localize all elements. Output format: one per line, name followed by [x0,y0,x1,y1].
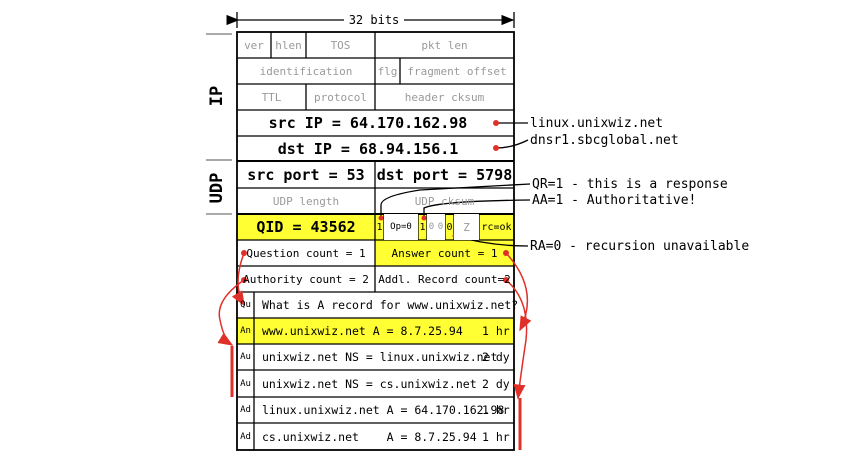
dns-answer-count: Answer count = 1 [391,246,498,260]
dns-ra-flag: 0 [446,221,453,233]
annotation-aa: AA=1 - Authoritative! [532,193,697,208]
ip-hlen-field: hlen [275,38,302,52]
dns-aa-flag: 1 [419,221,426,233]
annotation-qr: QR=1 - this is a response [532,177,728,192]
ip-protocol-field: protocol [314,90,367,104]
record-ttl-authority-1: 2 dy [482,350,510,364]
dns-rcode-field: rc=ok [481,221,512,233]
record-ttl-answer: 1 hr [482,324,510,338]
ip-identification-field: identification [259,64,353,78]
answer-count-highlight [375,240,514,266]
ip-version-field: ver [244,38,264,52]
record-type-question: Qu [240,300,251,310]
answer-record-highlight [237,318,514,344]
dns-question-count: Question count = 1 [246,246,366,260]
record-type-authority-2: Au [240,378,251,389]
annotation-dst-host: dnsr1.sbcglobal.net [530,133,679,148]
annotation-src-host: linux.unixwiz.net [530,116,664,131]
udp-dst-port-field: dst port = 5798 [376,165,513,184]
ip-section-label: IP [207,85,227,107]
ip-header-cksum-field: header cksum [404,90,485,104]
record-ttl-additional-2: 1 hr [482,430,510,444]
dns-addl-record-count: Addl. Record count=2 [378,272,511,286]
record-ttl-authority-2: 2 dy [482,377,510,391]
addl-count-arrow [505,279,528,400]
ip-src-field: src IP = 64.170.162.98 [268,114,468,132]
record-text-authority-2: unixwiz.net NS = cs.unixwiz.net [262,377,477,391]
udp-section-label: UDP [207,172,227,204]
dns-tc-flag: 0 [427,214,436,240]
record-type-additional-2: Ad [240,431,251,442]
ip-flags-field: flg [377,64,398,78]
udp-cksum-field: UDP cksum [414,194,475,208]
dns-qr-flag: 1 [376,221,383,233]
record-text-answer: www.unixwiz.net A = 8.7.25.94 [262,324,463,338]
record-text-additional-1: linux.unixwiz.net A = 64.170.162.98 [262,403,505,417]
authority-count-arrow [217,279,245,346]
width-label: 32 bits [348,13,400,27]
dns-qid-field: QID = 43562 [256,218,356,236]
record-text-question: What is A record for www.unixwiz.net? [262,298,519,312]
question-count-arrow [231,252,245,307]
record-type-answer: An [240,326,251,336]
record-ttl-additional-1: 1 hr [482,403,510,417]
record-type-authority-1: Au [240,352,251,362]
record-text-additional-2: cs.unixwiz.net A = 8.7.25.94 [262,430,477,444]
record-text-authority-1: unixwiz.net NS = linux.unixwiz.net [262,350,498,364]
udp-length-field: UDP length [272,194,340,208]
ip-dst-field: dst IP = 68.94.156.1 [277,139,459,158]
record-type-additional-1: Ad [240,405,251,415]
answer-count-arrow [505,252,532,332]
ip-pkt-len-field: pkt len [421,38,468,52]
dns-rd-flag: 0 [436,214,445,240]
dns-opcode-field: Op=0 [384,214,418,240]
annotation-ra: RA=0 - recursion unavailable [530,239,750,254]
dns-authority-count: Authority count = 2 [243,272,369,286]
ip-ttl-field: TTL [261,90,282,104]
dns-z-field: Z [454,214,479,240]
ip-tos-field: TOS [330,38,351,52]
udp-src-port-field: src port = 53 [247,165,365,184]
ip-fragment-offset-field: fragment offset [407,64,507,78]
